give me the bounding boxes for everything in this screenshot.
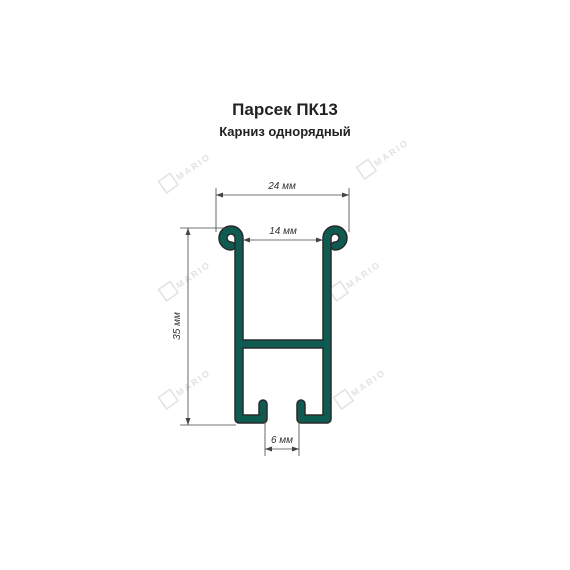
arrowhead xyxy=(185,418,191,425)
arrowhead xyxy=(265,446,272,452)
arrowhead xyxy=(292,446,299,452)
watermark-text: MARIO xyxy=(344,259,383,290)
arrowhead xyxy=(243,237,250,243)
watermark-text: MARIO xyxy=(174,367,213,398)
product-subtitle: Карниз однорядный xyxy=(219,124,351,139)
watermark-logo: MARIO xyxy=(332,367,388,410)
dimension-slot xyxy=(264,410,300,456)
watermark-text: MARIO xyxy=(372,137,411,168)
watermark-logo: MARIO xyxy=(157,367,213,410)
watermark-logo: MARIO xyxy=(157,259,213,302)
watermark-logo: MARIO xyxy=(355,137,411,180)
arrowhead xyxy=(342,192,349,198)
arrowhead xyxy=(216,192,223,198)
watermark-logo: MARIO xyxy=(157,151,213,194)
product-title: Парсек ПК13 xyxy=(232,100,338,119)
profile-fill xyxy=(219,226,347,423)
dimension-label-height: 35 мм xyxy=(172,312,183,340)
watermark-text: MARIO xyxy=(349,367,388,398)
dimension-label-width-total: 24 мм xyxy=(267,181,296,192)
watermark-text: MARIO xyxy=(174,151,213,182)
watermark-logo: MARIO xyxy=(327,259,383,302)
dimension-label-slot: 6 мм xyxy=(271,435,293,446)
profile-shape xyxy=(218,225,348,424)
arrowhead xyxy=(316,237,323,243)
watermark-text: MARIO xyxy=(174,259,213,290)
arrowhead xyxy=(185,228,191,235)
dimension-width-inner xyxy=(243,237,323,243)
watermark-group: MARIO MARIO MARIO MARIO MARIO MARIO xyxy=(157,137,411,410)
dimension-height xyxy=(180,227,236,426)
dimension-width-total xyxy=(215,188,350,232)
dimension-label-width-inner: 14 мм xyxy=(269,226,297,237)
